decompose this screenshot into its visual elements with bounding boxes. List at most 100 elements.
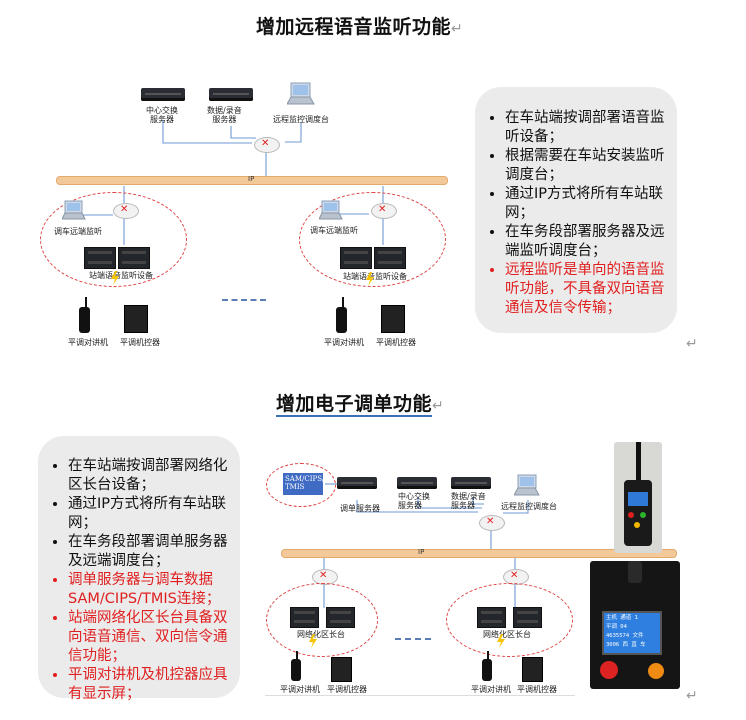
bullet-item: 在车务段部署服务器及远端监听调度台；: [505, 223, 665, 261]
right-station-pc-label: 调车远端监听: [310, 226, 358, 235]
walkie-talkie-icon: [482, 659, 492, 681]
ip-label: IP: [248, 175, 255, 183]
section2-bullet-panel: 在车站端按调部署网络化区长台设备； 通过IP方式将所有车站联网； 在车务段部署调…: [38, 436, 240, 702]
paragraph-mark: ↵: [451, 21, 464, 37]
bullet-item: 在车站端按调部署网络化区长台设备；: [68, 457, 228, 495]
loco-controller-icon: [381, 305, 405, 333]
green-button-icon: [640, 512, 646, 518]
data-server-label-2: 数据/录音 服务器: [451, 492, 486, 510]
walkie-talkie-icon: [336, 307, 347, 333]
voice-monitor-rack-icon: [118, 247, 150, 269]
loco-controller-icon: [522, 657, 543, 682]
station-boundary-left: [40, 192, 187, 287]
router-icon: ✕: [479, 515, 505, 531]
ctrl-right-label-2: 平调机控器: [517, 685, 557, 694]
left-station-rack-label: 站端语音监听设备: [89, 271, 153, 280]
ip-network-bar: [56, 176, 448, 185]
radio-left-label-2: 平调对讲机: [280, 685, 320, 694]
region-desk-rack-icon: [326, 607, 355, 628]
bullet-item: 在车务段部署调单服务器及远端调度台；: [68, 533, 228, 571]
bullet-item-highlight: 站端网络化区长台具备双向语音通信、双向信令通信功能；: [68, 609, 228, 666]
radio-photo-small: [614, 442, 662, 553]
bullet-item-highlight: 平调对讲机及机控器应具有显示屏；: [68, 666, 228, 704]
antenna-icon: [342, 297, 344, 308]
lightning-icon: [497, 634, 505, 648]
radio-screen: [628, 492, 648, 506]
voice-monitor-rack-icon: [84, 247, 116, 269]
bullet-item-highlight: 调单服务器与调车数据SAM/CIPS/TMIS连接；: [68, 571, 228, 609]
data-record-server-icon: [451, 477, 491, 489]
loco-controller-icon: [331, 657, 352, 682]
station-boundary-right: [299, 192, 446, 287]
section1-bullet-panel: 在车站端按调部署语音监听设备； 根据需要在车站安装监听调度台； 通过IP方式将所…: [475, 87, 677, 333]
right-rack-label: 网络化区长台: [483, 630, 531, 639]
lightning-icon: [309, 634, 317, 648]
left-rack-label: 网络化区长台: [297, 630, 345, 639]
right-station-rack-label: 站端语音监听设备: [343, 272, 407, 281]
sam-boundary: [266, 463, 336, 507]
screen-text: 主机 通道 1 平调 04 4635574 文件 3006 西 直 车: [606, 615, 646, 648]
laptop-icon: [287, 82, 315, 105]
ctrl-right-label: 平调机控器: [376, 338, 416, 347]
lightning-icon: [366, 272, 374, 286]
paragraph-mark: ↵: [432, 398, 445, 414]
center-switch-server-icon: [397, 477, 437, 489]
ip-network-bar: [281, 549, 677, 558]
bullet-item-highlight: 远程监听是单向的语音监听功能，不具备双向语音通信及信令传输；: [505, 261, 665, 318]
remote-console-label-2: 远程监控调度台: [501, 502, 557, 511]
dispatch-server-label: 调单服务器: [340, 504, 380, 513]
laptop-icon: [514, 474, 540, 496]
walkie-talkie-icon: [291, 659, 301, 681]
laptop-icon: [62, 200, 86, 220]
knob-icon: [628, 561, 642, 583]
section1-title: 增加远程语音监听功能↵: [256, 12, 463, 39]
red-button-icon: [628, 512, 634, 518]
center-server-label-2: 中心交换 服务器: [398, 492, 430, 510]
ctrl-left-label-2: 平调机控器: [327, 685, 367, 694]
bullet-item: 根据需要在车站安装监听调度台；: [505, 147, 665, 185]
dispatch-server-icon: [337, 477, 377, 489]
region-desk-rack-icon: [513, 607, 542, 628]
ctrl-left-label: 平调机控器: [120, 338, 160, 347]
antenna-icon: [487, 651, 489, 660]
data-record-server-icon: [209, 88, 253, 101]
radio-right-label: 平调对讲机: [324, 338, 364, 347]
left-station-pc-label: 调车远端监听: [54, 227, 102, 236]
loco-controller-icon: [124, 305, 148, 333]
station-boundary-right-2: [446, 583, 573, 657]
antenna-icon: [296, 651, 298, 660]
sam-box-label: SAM/CIPS/ TMIS: [285, 475, 325, 491]
center-server-label: 中心交换 服务器: [146, 106, 178, 124]
orange-button-icon: [648, 663, 664, 679]
section1-title-text: 增加远程语音监听功能: [256, 16, 452, 38]
yellow-button-icon: [634, 522, 640, 528]
more-stations-dash: [395, 638, 431, 640]
radio-right-label-2: 平调对讲机: [471, 685, 511, 694]
walkie-talkie-icon: [79, 307, 90, 333]
radio-photo-closeup: 主机 通道 1 平调 04 4635574 文件 3006 西 直 车: [590, 561, 680, 689]
router-icon: ✕: [371, 203, 397, 219]
laptop-icon: [319, 200, 343, 220]
ip-label-2: IP: [418, 548, 425, 556]
bullet-item: 通过IP方式将所有车站联网；: [68, 495, 228, 533]
radio-left-label: 平调对讲机: [68, 338, 108, 347]
region-desk-rack-icon: [290, 607, 319, 628]
radio-display-screen: 主机 通道 1 平调 04 4635574 文件 3006 西 直 车: [602, 611, 662, 655]
paragraph-mark: ↵: [686, 336, 698, 352]
baseline-rule: [265, 695, 575, 696]
bullet-item: 在车站端按调部署语音监听设备；: [505, 109, 665, 147]
station-boundary-left-2: [266, 583, 378, 657]
remote-console-label: 远程监控调度台: [273, 115, 329, 124]
center-switch-server-icon: [141, 88, 185, 101]
more-stations-dash: [222, 299, 266, 301]
voice-monitor-rack-icon: [340, 247, 372, 269]
voice-monitor-rack-icon: [374, 247, 406, 269]
section2-title-text: 增加电子调单功能: [276, 393, 433, 417]
router-icon: ✕: [254, 137, 280, 153]
antenna-icon: [636, 442, 641, 482]
lightning-icon: [111, 271, 119, 285]
region-desk-rack-icon: [477, 607, 506, 628]
sam-cips-tmis-box: [283, 473, 323, 495]
antenna-icon: [85, 297, 87, 308]
paragraph-mark: ↵: [686, 688, 698, 704]
